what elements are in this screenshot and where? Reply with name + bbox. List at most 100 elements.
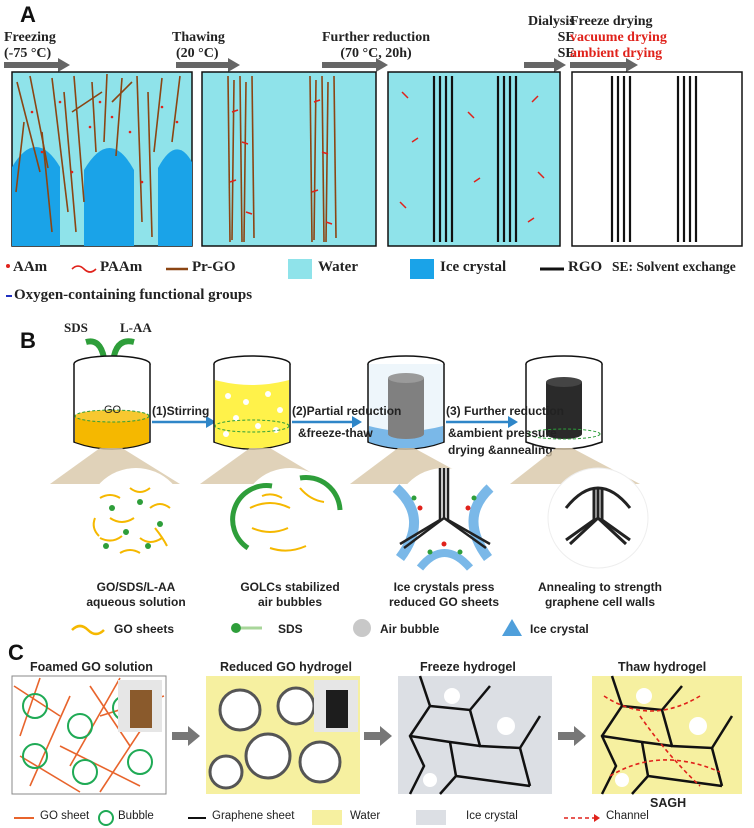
stage-se-2: SE [557,46,575,61]
green-arrow-icon [85,338,107,359]
legend-c-symbols [14,810,600,826]
stage-further-reduction-title: Further reduction [322,30,430,45]
caption-1: GO/SDS/L-AA aqueous solution [66,580,206,610]
go-solution [75,416,149,449]
panel-b-magnified [50,448,649,571]
legend-prgo: Pr-GO [192,259,236,275]
reagent-laa: L-AA [120,320,152,335]
legend-c-water: Water [350,810,381,822]
arrow-icon [524,58,566,72]
stage-thawing-temp: (20 °C) [176,46,219,61]
arrow-icon [322,58,388,72]
ice-crystal-icon [12,147,60,246]
arrow-icon [172,726,200,746]
caption-3-line-1: Ice crystals press [393,580,495,594]
stage-dialysis: Dialysis SE SE [528,14,575,62]
stage-further-reduction-cond: (70 °C, 20h) [340,46,412,61]
ice-swatch [416,810,446,825]
stage-freezing-temp: (-75 °C) [4,46,52,61]
bubble-icon [98,810,114,826]
legend-se-exchange: SE: Solvent exchange [612,259,736,274]
legend-ice: Ice crystal [440,259,507,275]
reduction-box [387,71,561,247]
stage-freezing: Freezing (-75 °C) [4,30,56,62]
panel-c-images [11,675,742,795]
panel-label-b: B [20,328,36,353]
stage-freezing-title: Freezing [4,30,56,45]
stage-ambient-drying: ambient drying [570,46,663,61]
step-3b: &ambient pressure [448,426,557,440]
reagent-sds: SDS [64,320,88,335]
ice-crystal-icon [84,148,134,246]
stage-thawing: Thawing (20 °C) [172,30,225,62]
caption-4-line-2: graphene cell walls [544,595,656,609]
arrow-icon [570,58,638,72]
c-title-3: Freeze hydrogel [420,660,516,674]
stage-further-reduction: Further reduction (70 °C, 20h) [322,30,430,62]
go-label: GO [104,404,122,416]
step-3c: drying &annealing [448,443,553,457]
sagh-label: SAGH [650,796,687,810]
caption-1-line-2: aqueous solution [86,595,186,609]
caption-1-line-1: GO/SDS/L-AA [96,580,176,594]
legend-c-bubble: Bubble [118,810,154,822]
legend-go-sheets: GO sheets [114,622,175,636]
arrow-icon [508,416,518,428]
panel-b-beakers [73,338,603,450]
caption-4: Annealing to strength graphene cell wall… [520,580,680,610]
c-title-4: Thaw hydrogel [618,660,707,674]
stage-dialysis-title: Dialysis [528,14,575,29]
legend-oxygen: Oxygen-containing functional groups [14,287,253,303]
legend-ice-crystal: Ice crystal [530,622,589,636]
arrow-icon [364,726,392,746]
step-3a: (3) Further reduction [446,404,565,418]
legend-air-bubble: Air bubble [380,622,440,636]
panel-label-a: A [20,2,36,27]
legend-paam: PAAm [100,259,143,275]
paam-icon [71,265,97,273]
caption-3: Ice crystals press reduced GO sheets [374,580,514,610]
legend-c-graphene: Graphene sheet [212,810,295,822]
go-sheet-icon [71,624,105,636]
stage-vacuum-drying: vacuume drying [570,30,667,45]
drying-box [571,71,743,247]
caption-4-line-1: Annealing to strength [538,580,662,594]
legend-aam: AAm [13,259,48,275]
legend-water: Water [318,259,358,275]
stage-drying: Freeze drying vacuume drying ambient dry… [570,14,667,62]
step-1: (1)Stirring [152,404,210,418]
arrow-icon [558,726,586,746]
stage-freeze-drying: Freeze drying [570,14,653,29]
c-title-1: Foamed GO solution [30,660,153,674]
ice-swatch [410,259,434,279]
legend-c-go-sheet: GO sheet [40,810,90,822]
air-bubble-icon [353,619,371,637]
arrow-icon [206,416,216,428]
stage-arrows [4,58,638,72]
arrow-icon [4,58,70,72]
water-swatch [288,259,312,279]
legend-c-ice: Ice crystal [466,810,518,822]
legend-rgo: RGO [568,259,603,275]
step-2b: &freeze-thaw [298,426,373,440]
caption-2-line-2: air bubbles [257,595,322,609]
step-2a: (2)Partial reduction [292,404,402,418]
stage-thawing-title: Thawing [172,30,225,45]
caption-3-line-2: reduced GO sheets [388,595,500,609]
green-arrow-icon [111,338,135,357]
legend-a-symbols [6,259,564,297]
water-swatch [312,810,342,825]
arrow-icon [176,58,240,72]
legend-sds: SDS [278,622,303,636]
arrow-icon [352,416,362,428]
thawing-box [201,71,377,247]
ice-crystal-icon [502,619,522,636]
sds-icon [231,623,241,633]
legend-c-channel: Channel [606,810,649,822]
legend-b-symbols [71,619,522,637]
stage-se-1: SE [557,30,575,45]
aam-dot-icon [6,264,10,268]
caption-2-line-1: GOLCs stabilized [240,580,340,594]
c-title-2: Reduced GO hydrogel [220,660,352,674]
ice-crystal-icon [158,149,192,246]
